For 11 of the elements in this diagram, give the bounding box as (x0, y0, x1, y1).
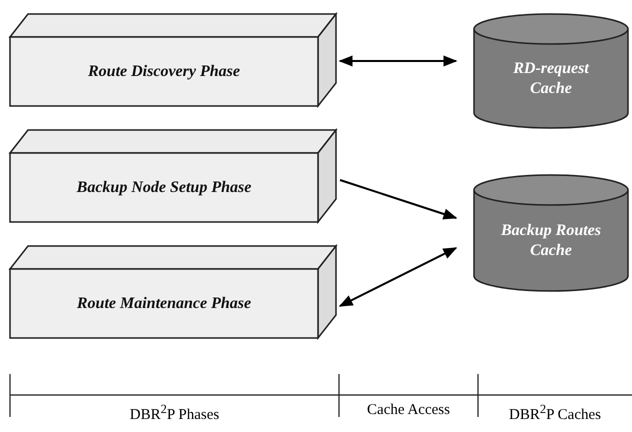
arrow (338, 247, 458, 307)
arrow (340, 179, 458, 220)
node-label: RD-request Cache (512, 59, 590, 98)
arrow (338, 55, 458, 67)
section-label: Cache Access (367, 402, 450, 419)
node-label: Route Maintenance Phase (76, 294, 252, 314)
node-label: Route Discovery Phase (88, 62, 240, 82)
node-label: Backup Node Setup Phase (76, 178, 252, 198)
node-label: Backup Routes Cache (500, 221, 602, 260)
section-label: DBR$^{2}$P Phases (130, 402, 220, 424)
section-label: DBR$^{2}$P Caches (509, 402, 601, 424)
